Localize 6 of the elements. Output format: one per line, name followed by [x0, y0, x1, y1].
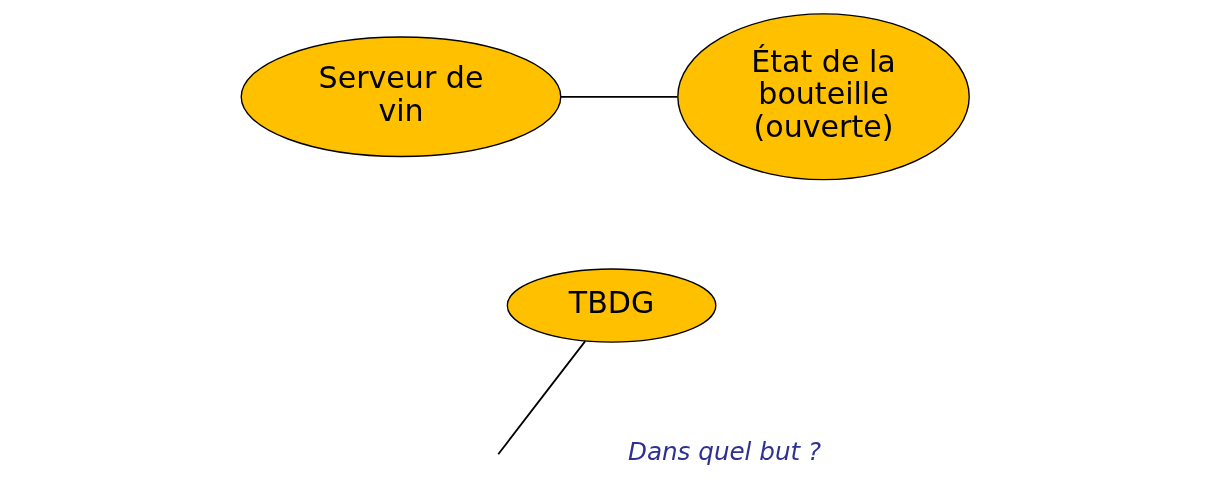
node-ellipse: État de la bouteille (ouverte)	[677, 13, 970, 181]
node-ellipse: TBDG	[506, 268, 717, 343]
label: Dans quel but ?	[627, 437, 822, 467]
connector	[559, 95, 679, 98]
connector	[497, 340, 587, 456]
node-ellipse: Serveur de vin	[240, 36, 562, 158]
